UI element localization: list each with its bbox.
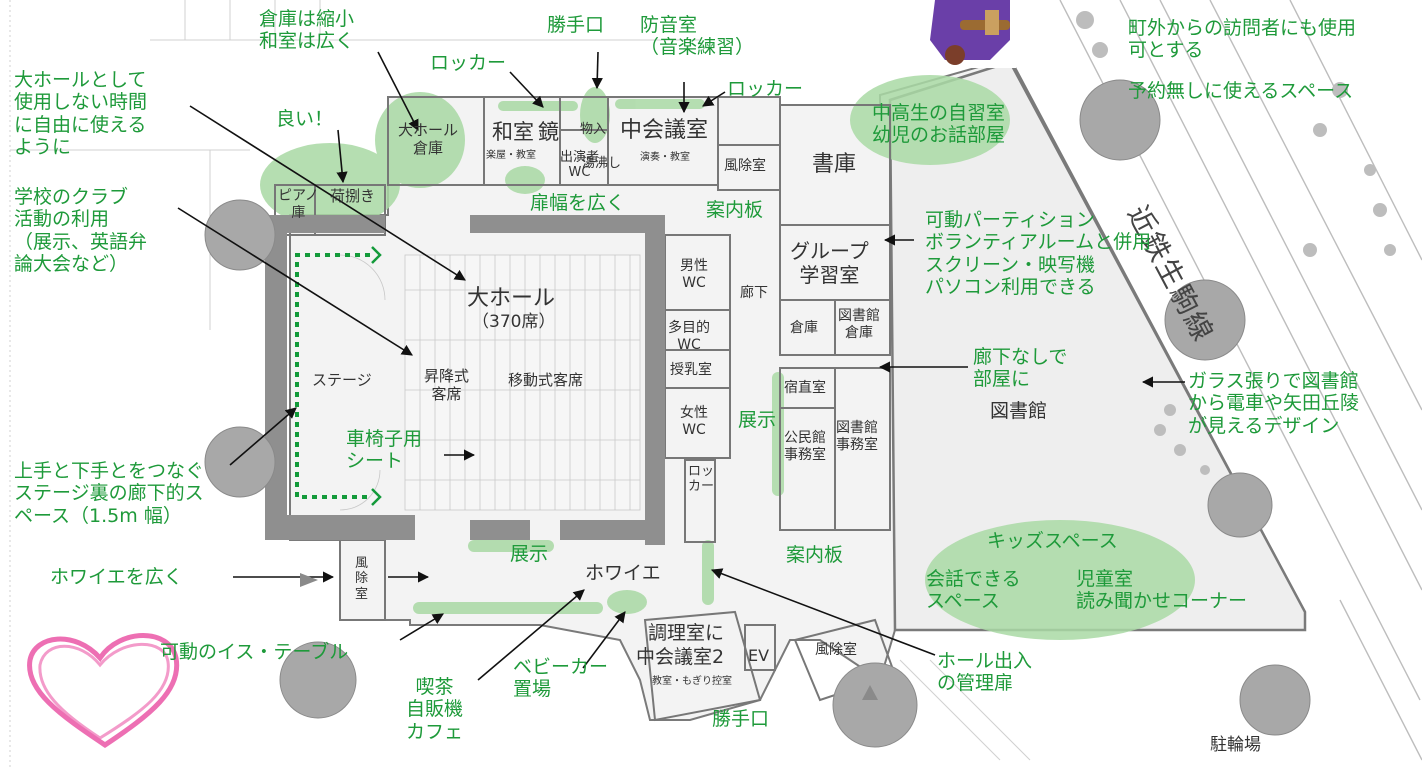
- room-female-wc: 女性 WC: [680, 405, 708, 438]
- note-wider-door: 扉幅を広く: [530, 192, 626, 214]
- note-info-board-top: 案内板: [706, 199, 764, 221]
- note-no-reservation: 予約無しに使えるスペース: [1128, 80, 1354, 102]
- room-windbreak-left: 風 除 室: [355, 556, 369, 602]
- room-nursing: 授乳室: [670, 362, 712, 378]
- room-storage-hall: 大ホール 倉庫: [398, 121, 459, 157]
- note-locker-top: ロッカー: [430, 52, 507, 74]
- note-storage-shrink: 倉庫は縮小 和室は広く: [259, 8, 355, 53]
- heart-icon: [27, 633, 180, 749]
- room-group-study: グループ 学習室: [790, 239, 869, 287]
- room-bicycle: 駐輪場: [1210, 735, 1261, 755]
- backstage-path: [295, 253, 370, 499]
- room-library: 図書館: [990, 400, 1048, 422]
- room-dressing-wc: 出演者 WC: [560, 150, 600, 181]
- hall-walls: [265, 215, 665, 545]
- room-mid-meeting: 中会議室: [620, 118, 709, 143]
- note-glass: ガラス張りで図書館 から電車や矢田丘陵 が見えるデザイン: [1188, 370, 1360, 437]
- room-japanese: 和室: [492, 120, 534, 144]
- room-male-wc: 男性 WC: [680, 258, 708, 291]
- room-movable-seats: 移動式客席: [508, 371, 584, 389]
- small-tree-icons: [1076, 11, 1396, 475]
- room-hot-water: 湯沸し: [582, 156, 622, 171]
- room-mirror-label: 鏡: [538, 120, 559, 144]
- note-exhibit-right: 展示: [738, 409, 777, 431]
- note-hall-door: ホール出入 の管理扉: [937, 650, 1033, 695]
- note-conversation: 会話できる スペース: [926, 568, 1021, 613]
- room-piano-storage: ピアノ 庫: [278, 188, 319, 221]
- room-storage-small: 物入: [580, 122, 607, 137]
- note-wide-foyer: ホワイエを広く: [50, 566, 183, 588]
- note-movable-furniture: 可動のイス・テーブル: [160, 641, 349, 663]
- note-student-study: 中高生の自習室 幼児のお話部屋: [872, 102, 1006, 147]
- note-soundproof: 防音室 （音楽練習）: [640, 14, 755, 59]
- room-corridor: 廊下: [740, 285, 768, 301]
- note-backstage: 上手と下手とをつなぐ ステージ裏の廊下的ス ペース（1.5m 幅）: [14, 460, 205, 527]
- room-cooking-sub: 教室・もぎり控室: [652, 676, 732, 687]
- room-hall-seats: （370席）: [472, 312, 556, 332]
- note-stroller: ベビーカー 置場: [513, 656, 609, 701]
- room-library-office: 図書館 事務室: [836, 420, 878, 453]
- note-locker-right: ロッカー: [727, 78, 804, 100]
- note-exhibit-bottom: 展示: [510, 543, 549, 565]
- library-area: [888, 60, 1307, 632]
- backstage-path-arrows: [371, 246, 382, 506]
- note-kids-space: キッズスペース: [987, 530, 1118, 552]
- note-wheelchair: 車椅子用 シート: [346, 428, 423, 473]
- purple-mascot-icon: [918, 0, 1016, 68]
- seating-grid: [339, 254, 641, 511]
- note-free-use: 大ホールとして 使用しない時間 に自由に使える ように: [14, 69, 148, 159]
- room-windbreak-top: 風除室: [724, 158, 766, 174]
- room-library-storage: 図書館 倉庫: [838, 308, 880, 341]
- room-walls: [274, 96, 897, 722]
- note-info-board-bottom: 案内板: [786, 544, 844, 566]
- room-mid-meeting-sub: 演奏・教室: [640, 152, 690, 163]
- note-cafe: 喫茶 自販機 カフェ: [406, 676, 464, 743]
- room-locker: ロッ カー: [688, 464, 715, 495]
- note-good: 良い！: [276, 108, 334, 130]
- note-partition: 可動パーティション ボランティアルームと併用 スクリーン・映写機 パソコン利用で…: [925, 209, 1152, 299]
- tree-icon: [204, 79, 1311, 748]
- room-storage-right: 倉庫: [790, 320, 818, 336]
- room-ev: EV: [748, 646, 770, 665]
- room-loading: 荷捌き: [330, 187, 376, 205]
- direction-markers: [300, 573, 878, 700]
- room-windbreak-bottom: 風除室: [815, 642, 857, 658]
- room-japanese-sub: 楽屋・教室: [486, 150, 536, 161]
- room-multi-wc: 多目的 WC: [668, 320, 710, 353]
- railway-tracks: [1059, 0, 1422, 761]
- note-kitchen-door-top: 勝手口: [547, 14, 605, 36]
- note-kitchen-door-bottom: 勝手口: [712, 708, 770, 730]
- note-kids-room: 児童室 読み聞かせコーナー: [1076, 568, 1248, 613]
- room-mid-meeting2: 中会議室2: [636, 646, 725, 668]
- room-foyer: ホワイエ: [585, 562, 661, 584]
- highlight-areas: [260, 75, 1195, 640]
- note-school-club: 学校のクラブ 活動の利用 （展示、英語弁 論大会など）: [14, 186, 148, 276]
- room-library-stack: 書庫: [812, 152, 857, 177]
- note-no-corridor: 廊下なしで 部屋に: [973, 346, 1068, 391]
- annotation-arrows: [177, 51, 1185, 681]
- room-lift-seats: 昇降式 客席: [424, 367, 470, 403]
- room-cooking: 調理室に: [648, 622, 725, 644]
- exterior-lines: [9, 0, 1031, 769]
- room-stage: ステージ: [312, 371, 372, 389]
- room-hall: 大ホール: [467, 286, 556, 311]
- room-duty: 宿直室: [784, 380, 826, 396]
- note-visitors: 町外からの訪問者にも使用 可とする: [1128, 17, 1357, 62]
- room-community-office: 公民館 事務室: [784, 430, 826, 463]
